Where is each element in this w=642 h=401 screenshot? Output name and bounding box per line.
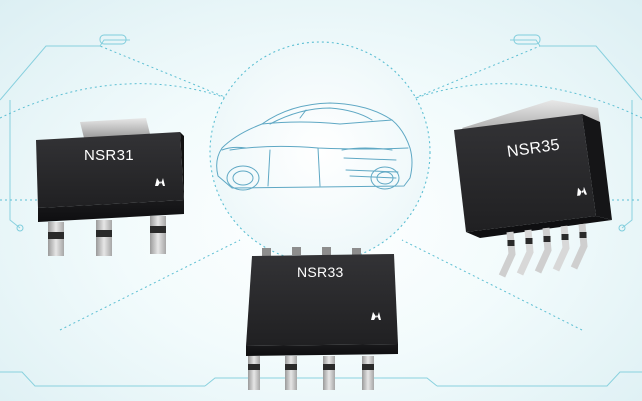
- nsr31-leads: [48, 216, 166, 256]
- frame-node-right: [618, 224, 626, 232]
- frame-node-top-right: [513, 34, 541, 45]
- center-circle: [209, 41, 431, 263]
- frame-node-left: [16, 224, 24, 232]
- circuit-frame: [0, 39, 642, 387]
- chip-nsr35: [454, 100, 612, 278]
- car-outline-icon: [216, 102, 413, 191]
- nsr35-lead-shadows: [507, 232, 587, 246]
- novosense-logo-icon: [155, 178, 165, 186]
- frame-node-top-left: [99, 34, 127, 45]
- nsr35-leads: [498, 223, 588, 278]
- chip-nsr33: [246, 247, 398, 390]
- chip-label-nsr33: NSR33: [297, 264, 344, 280]
- chip-label-nsr31: NSR31: [84, 147, 134, 164]
- novosense-logo-icon: [577, 186, 588, 196]
- novosense-logo-icon: [371, 312, 381, 320]
- nsr33-bottom-leads: [248, 356, 374, 390]
- nsr33-top-leads: [262, 247, 361, 256]
- chip-nsr31: [36, 118, 184, 256]
